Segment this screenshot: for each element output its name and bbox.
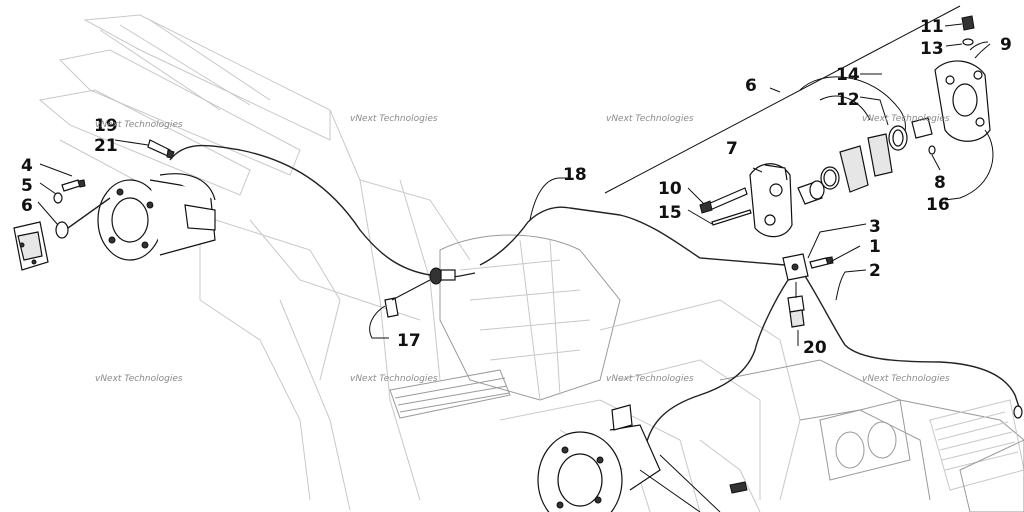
bolt-4 xyxy=(61,179,86,192)
callout-6-left: 6 xyxy=(21,196,33,216)
caliper-piston xyxy=(797,180,825,205)
callout-20: 20 xyxy=(803,338,827,358)
callout-1: 1 xyxy=(869,237,881,257)
callout-16: 16 xyxy=(926,195,950,215)
callout-11: 11 xyxy=(920,17,944,37)
left-caliper-pin xyxy=(55,197,111,239)
callout-12: 12 xyxy=(836,90,860,110)
piston-seal xyxy=(820,166,840,190)
rear-wheel-hub xyxy=(97,173,216,261)
watermarks: vNext Technologies vNext Technologies vN… xyxy=(95,114,950,384)
brake-line-18-b xyxy=(479,221,529,266)
callout-5: 5 xyxy=(21,176,33,196)
brake-switch-20 xyxy=(787,282,805,328)
watermark-text: vNext Technologies xyxy=(95,374,183,384)
junction-block-3 xyxy=(782,253,809,281)
caliper-body-7 xyxy=(749,163,793,238)
callout-21: 21 xyxy=(94,136,118,156)
leader-12-loop xyxy=(819,95,871,121)
watermark-text: vNext Technologies xyxy=(350,114,438,124)
pin-9 xyxy=(969,41,991,59)
bleeder-cap-13 xyxy=(962,38,974,46)
left-brake-caliper xyxy=(13,221,49,271)
watermark-text: vNext Technologies xyxy=(606,114,694,124)
assembly-bracket-6 xyxy=(604,5,961,194)
brake-pad-outer xyxy=(867,133,893,177)
brake-line-18 xyxy=(527,206,786,266)
pin-15 xyxy=(711,209,752,226)
cable-adjuster xyxy=(429,267,456,285)
callout-6-top: 6 xyxy=(745,76,757,96)
front-wheel-hub xyxy=(537,404,748,512)
callout-7: 7 xyxy=(726,139,738,159)
bolt-10 xyxy=(699,187,748,214)
callout-9: 9 xyxy=(1000,35,1012,55)
callout-3: 3 xyxy=(869,217,881,237)
watermark-text: vNext Technologies xyxy=(95,120,183,130)
brake-line-2 xyxy=(804,275,1021,411)
brake-line-lower xyxy=(644,279,789,471)
brake-cable-end xyxy=(459,272,476,277)
brake-pad-inner xyxy=(839,145,869,193)
watermark-text: vNext Technologies xyxy=(350,374,438,384)
callout-17: 17 xyxy=(397,331,421,351)
bleeder-screw-11 xyxy=(961,15,975,31)
callout-19: 19 xyxy=(94,116,118,136)
callout-2: 2 xyxy=(869,261,881,281)
callout-18: 18 xyxy=(563,165,587,185)
watermark-text: vNext Technologies xyxy=(862,374,950,384)
watermark-text: vNext Technologies xyxy=(862,114,950,124)
cable-bracket xyxy=(384,279,431,318)
oring-8 xyxy=(928,145,936,155)
watermark-text: vNext Technologies xyxy=(606,374,694,384)
bolt-19-21 xyxy=(147,139,175,159)
caliper-piston-outer xyxy=(911,117,933,139)
callout-10: 10 xyxy=(658,179,682,199)
bolt-1 xyxy=(809,256,834,269)
caliper-ring xyxy=(888,125,908,151)
leader-lines xyxy=(37,23,963,346)
callout-13: 13 xyxy=(920,39,944,59)
callout-14: 14 xyxy=(836,65,860,85)
caliper-body-16 xyxy=(934,60,994,201)
washer-5 xyxy=(53,192,63,204)
callout-4: 4 xyxy=(21,156,33,176)
callout-8: 8 xyxy=(934,173,946,193)
callout-15: 15 xyxy=(658,203,682,223)
brake-line-2-fitting xyxy=(1013,405,1023,419)
